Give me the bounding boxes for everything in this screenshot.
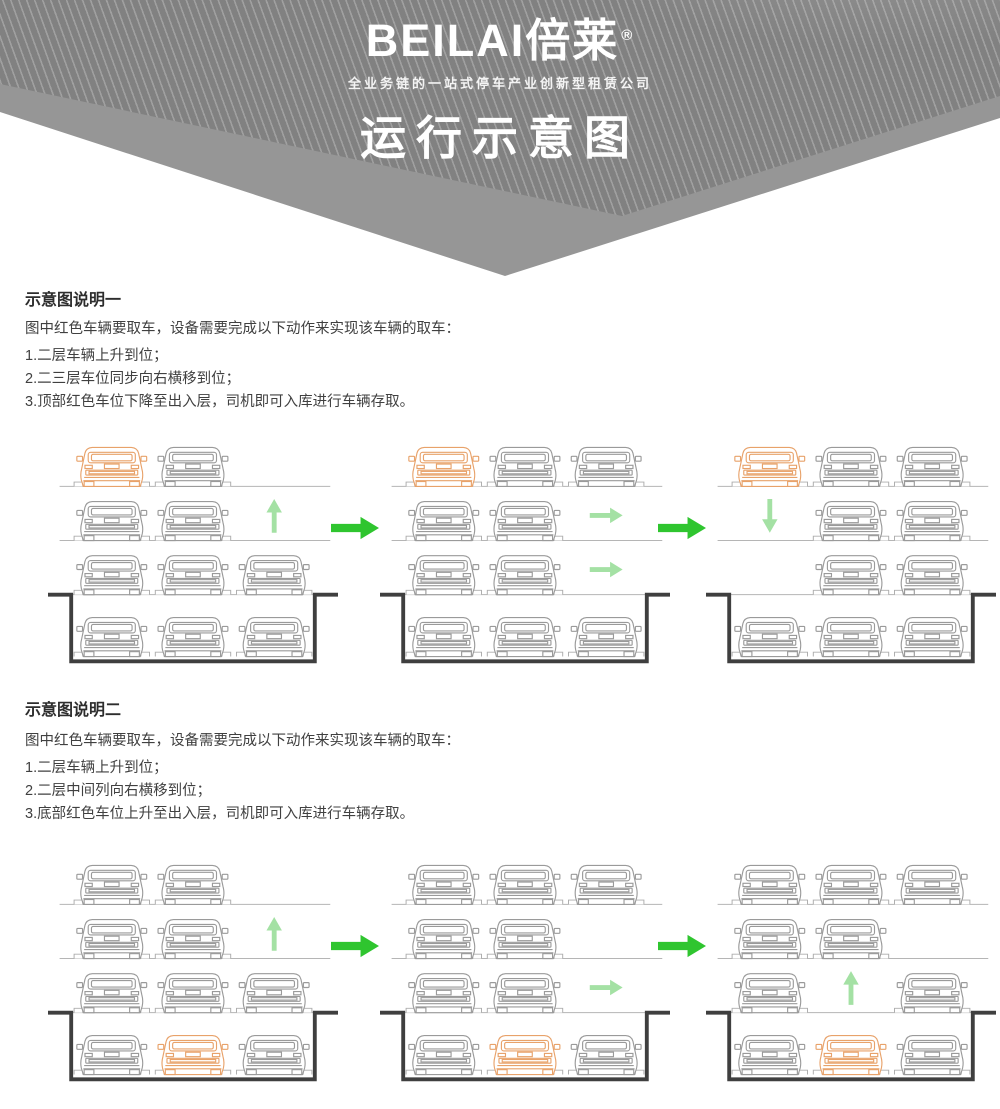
section2-intro: 图中红色车辆要取车，设备需要完成以下动作来实现该车辆的取车： bbox=[25, 733, 460, 749]
state-transition-arrow-icon bbox=[658, 934, 706, 958]
parking-diagram-2-state-2 bbox=[380, 858, 670, 1090]
logo-tagline: 全业务链的一站式停车产业创新型租赁公司 bbox=[347, 75, 652, 91]
header-banner: BEILAI倍莱® 全业务链的一站式停车产业创新型租赁公司 运行示意图 bbox=[0, 0, 1000, 280]
logo-wordmark: BEILAI倍莱 bbox=[365, 15, 620, 66]
state-transition-arrow-icon bbox=[331, 934, 379, 958]
state-transition-arrow-icon bbox=[658, 516, 706, 540]
section2-step-1: 1.二层车辆上升到位； bbox=[25, 760, 168, 776]
section2-step-3: 3.底部红色车位上升至出入层，司机即可入库进行车辆存取。 bbox=[25, 806, 415, 822]
page-title: 运行示意图 bbox=[360, 111, 640, 164]
parking-diagram-2-state-3 bbox=[706, 858, 996, 1090]
state-transition-arrow-icon bbox=[331, 516, 379, 540]
section1-step-2: 2.二三层车位同步向右横移到位； bbox=[25, 371, 241, 387]
section1-heading: 示意图说明一 bbox=[25, 292, 122, 309]
section1-step-1: 1.二层车辆上升到位； bbox=[25, 348, 168, 364]
section1-intro: 图中红色车辆要取车，设备需要完成以下动作来实现该车辆的取车： bbox=[25, 321, 460, 337]
section1-step-3: 3.顶部红色车位下降至出入层，司机即可入库进行车辆存取。 bbox=[25, 394, 415, 410]
section2-heading: 示意图说明二 bbox=[25, 702, 122, 719]
parking-diagram-2-state-1 bbox=[48, 858, 338, 1090]
parking-diagram-1-state-3 bbox=[706, 440, 996, 672]
parking-diagram-1-state-2 bbox=[380, 440, 670, 672]
section2-step-2: 2.二层中间列向右横移到位； bbox=[25, 783, 212, 799]
banner-content: BEILAI倍莱® 全业务链的一站式停车产业创新型租赁公司 运行示意图 bbox=[0, 0, 1000, 168]
parking-diagram-1-state-1 bbox=[48, 440, 338, 672]
registered-trademark-icon: ® bbox=[621, 27, 635, 44]
logo-text: BEILAI倍莱® bbox=[0, 16, 1000, 66]
